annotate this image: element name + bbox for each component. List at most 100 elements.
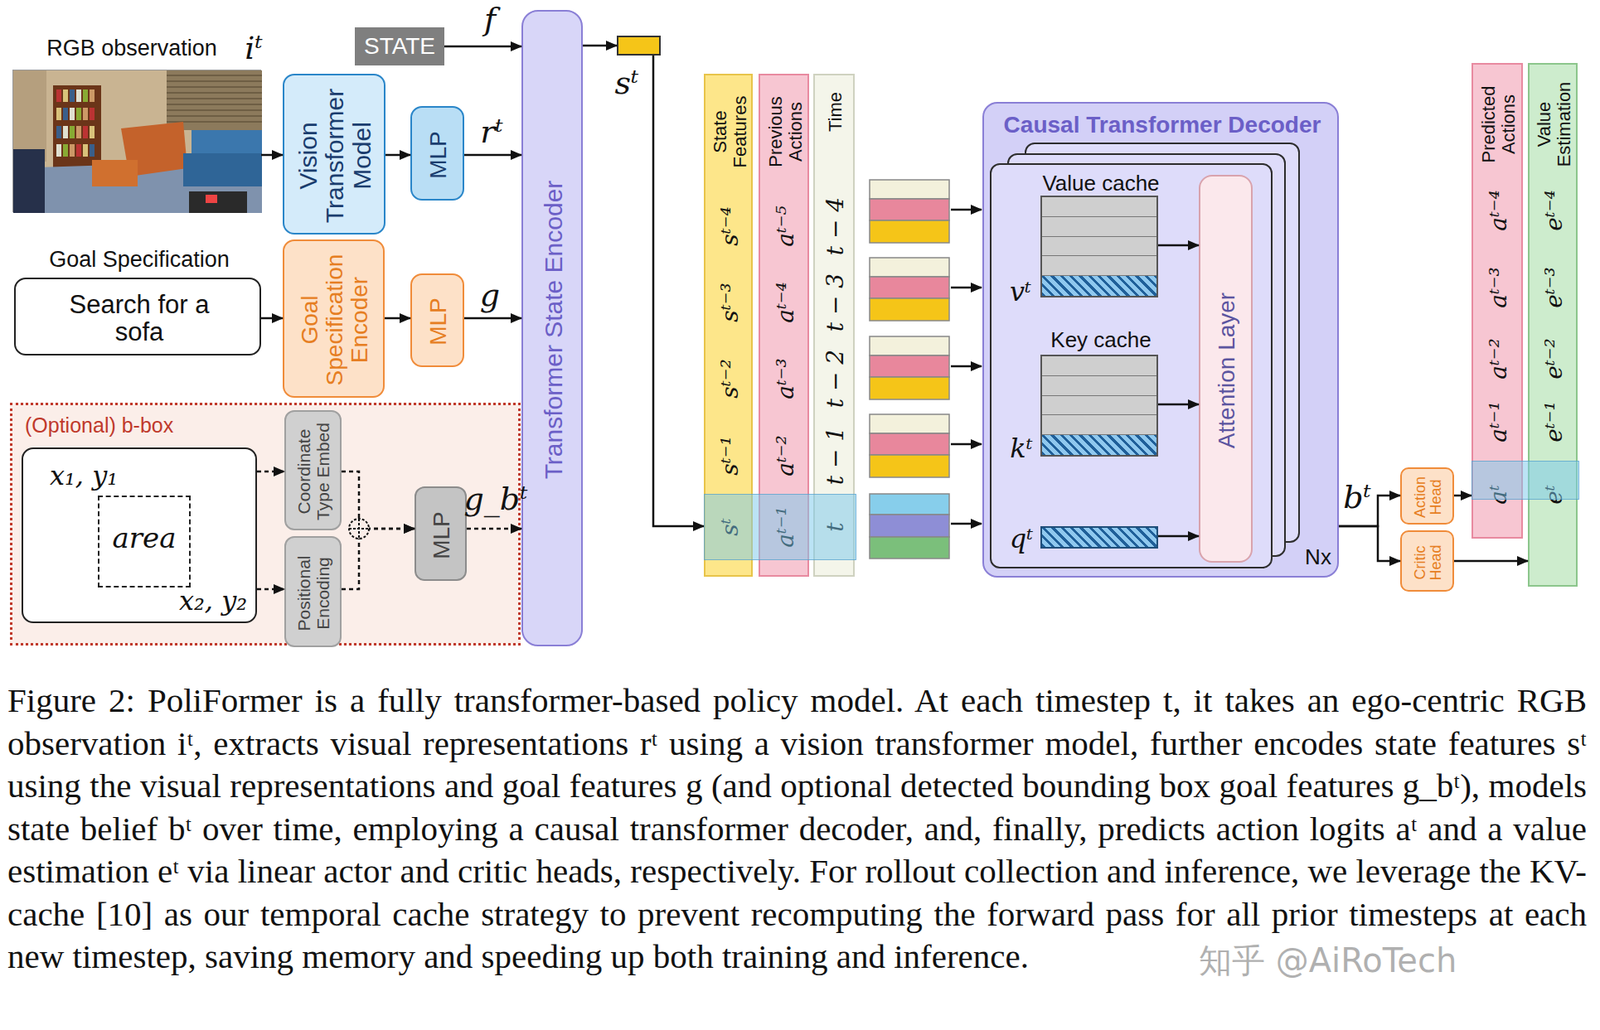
node-label: Search for a sofa <box>67 290 213 347</box>
current-step-highlight <box>1471 460 1580 500</box>
goal-box: Goal SpecificationSearch for a sofa <box>14 277 262 356</box>
connector-arrow <box>341 518 415 590</box>
edge-label: bᵗ <box>1323 480 1391 515</box>
connector-arrow <box>444 45 522 49</box>
connector-arrow <box>466 528 522 531</box>
sequence-token: sᵗ⁻¹ <box>717 418 742 494</box>
connector-arrow <box>464 154 522 157</box>
bbox-box: x₁, y₁areax₂, y₂ <box>21 447 257 624</box>
node-label: Nx <box>1297 545 1339 569</box>
node-label: area <box>102 523 186 554</box>
sequence-token: aᵗ⁻² <box>1486 321 1512 397</box>
connector-arrow <box>464 317 522 320</box>
head-box: Action Head <box>1400 467 1455 525</box>
connector-arrow <box>1454 494 1472 498</box>
node-label: Goal Specification Encoder <box>297 237 374 403</box>
node-label: MLP <box>429 494 455 577</box>
sequence-token: aᵗ⁻³ <box>772 341 798 417</box>
connector-arrow <box>1338 526 1401 562</box>
node-label: Positional Encoding <box>295 542 333 646</box>
connector-arrow <box>1158 535 1199 539</box>
encoder-box: Goal Specification Encoder <box>282 239 385 398</box>
sequence-token: t − 4 <box>823 189 849 264</box>
watermark: 知乎 @AiRoTech <box>1198 938 1457 985</box>
connector-arrow <box>261 317 283 320</box>
connector-arrow <box>261 154 283 157</box>
sequence-token: aᵗ⁻⁵ <box>772 189 798 264</box>
current-step-highlight <box>703 494 857 561</box>
connector-arrow <box>256 470 285 474</box>
connector-arrow <box>341 471 415 539</box>
figure-caption: Figure 2: PoliFormer is a fully transfor… <box>7 679 1587 980</box>
encoder-box: Transformer State Encoder <box>521 9 583 647</box>
optional-region: (Optional) b-box x₁, y₁ area x₂, y₂ Coordina… <box>9 402 521 646</box>
sequence-token: eᵗ⁻¹ <box>1541 384 1567 460</box>
query-row: qᵗ <box>1040 526 1159 549</box>
embed-box: Coordinate Type Embed <box>284 410 342 531</box>
node-label: x₂, y₂ <box>163 586 263 616</box>
sequence-token: aᵗ⁻³ <box>1486 250 1512 325</box>
edge-label: g_bᵗ <box>462 482 529 517</box>
node-label: Causal Transformer Decoder <box>988 112 1337 138</box>
column-header: Value Estimation <box>1534 70 1575 179</box>
sequence-token: aᵗ⁻¹ <box>1486 384 1512 460</box>
connector-arrow <box>653 55 704 527</box>
sequence-token: sᵗ⁻³ <box>717 265 742 340</box>
mlp-box: MLP <box>414 486 467 582</box>
connector-arrow <box>1454 560 1528 563</box>
cache-row <box>1042 217 1157 238</box>
connector-arrow <box>1158 244 1199 248</box>
stack-arrow <box>950 209 982 524</box>
cache-row <box>1042 356 1157 377</box>
connector-arrow <box>384 317 411 320</box>
node-label: (Optional) b-box <box>24 414 208 437</box>
edge-label: g <box>456 278 524 313</box>
sequence-column: Value Estimationeᵗ⁻⁴eᵗ⁻³eᵗ⁻²eᵗ⁻¹eᵗ <box>1527 63 1578 587</box>
edge-label: f <box>456 2 524 37</box>
cache-row <box>1042 256 1157 277</box>
sequence-token: eᵗ⁻³ <box>1541 250 1567 325</box>
sequence-token: eᵗ⁻⁴ <box>1541 173 1567 248</box>
column-header: State Features <box>710 86 751 178</box>
node-label: Key cache <box>1018 328 1184 352</box>
node-label: Action Head <box>1412 470 1445 525</box>
sequence-token: sᵗ⁻⁴ <box>717 189 742 264</box>
connector-arrow <box>582 44 617 48</box>
sequence-token: t − 1 <box>823 418 849 494</box>
room-photo <box>13 70 262 214</box>
state-token: sᵗ <box>616 35 661 56</box>
cache-grid: Key cachekᵗ <box>1040 354 1159 457</box>
node-label: RGB observation <box>7 36 257 61</box>
new-cache-row <box>1042 276 1157 296</box>
sequence-token: eᵗ⁻² <box>1541 321 1567 397</box>
node-label: Goal Specification <box>14 247 264 272</box>
node-label: Coordinate Type Embed <box>295 417 333 526</box>
column-header: Time <box>825 78 846 146</box>
sum-symbol <box>349 518 369 539</box>
cache-row <box>1042 415 1157 436</box>
decoder-box: Causal Transformer DecoderNxValue cachev… <box>982 101 1339 578</box>
node-label: iᵗ <box>237 31 271 66</box>
head-box: Critic Head <box>1400 530 1455 592</box>
cache-row <box>1042 396 1157 417</box>
new-cache-row <box>1042 435 1157 456</box>
column-header: Predicted Actions <box>1478 70 1519 179</box>
node-label: Value cache <box>1018 171 1184 195</box>
sequence-token: sᵗ⁻² <box>717 341 742 417</box>
state-box: STATE <box>354 27 445 66</box>
column-header: Previous Actions <box>766 86 806 178</box>
cache-row <box>1042 237 1157 257</box>
rgb-observation: RGB observationiᵗ <box>12 69 262 213</box>
node-label: x₁, y₁ <box>33 461 134 491</box>
node-label: STATE <box>354 33 445 59</box>
mlp-box: MLP <box>410 273 465 368</box>
node-label: qᵗ <box>1004 524 1038 554</box>
encoder-box: Vision Transformer Model <box>282 73 386 235</box>
node-label: Attention Layer <box>1214 204 1240 537</box>
node-label: Vision Transformer Model <box>295 75 376 238</box>
embed-box: Positional Encoding <box>284 536 342 648</box>
token-stack <box>869 179 950 559</box>
sequence-token: aᵗ⁻⁴ <box>772 265 798 340</box>
mlp-box: MLP <box>410 106 465 201</box>
attention-box: Attention Layer <box>1198 174 1253 563</box>
